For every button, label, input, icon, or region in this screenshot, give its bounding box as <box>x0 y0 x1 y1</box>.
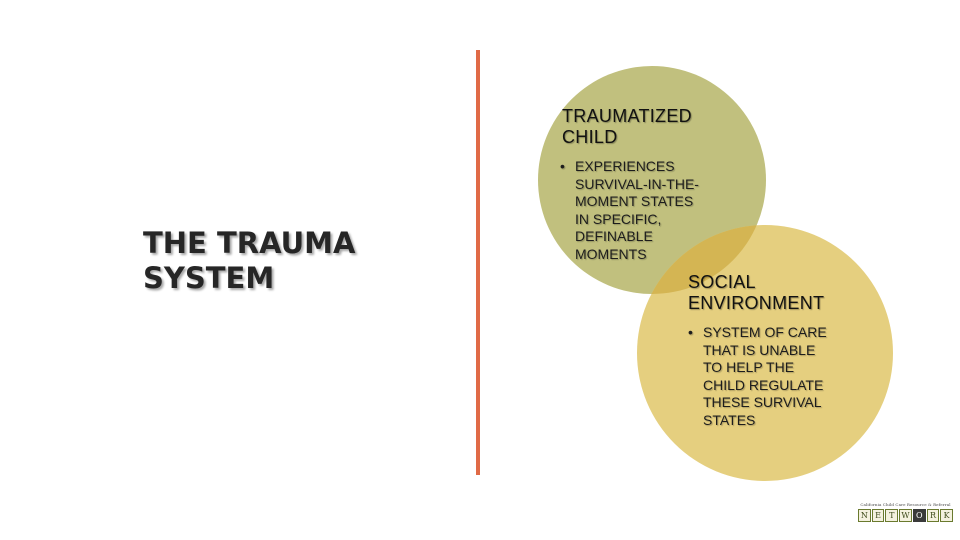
social-environment-bullets: • SYSTEM OF CARE THAT IS UNABLE TO HELP T… <box>688 324 878 429</box>
traumatized-child-bullets: • EXPERIENCES SURVIVAL-IN-THE- MOMENT STA… <box>560 158 740 263</box>
logo-tiles: N E T W O R K <box>858 509 954 522</box>
logo-letter: O <box>912 509 926 522</box>
network-logo: California Child Care Resource & Referra… <box>858 502 954 526</box>
logo-letter: E <box>871 509 885 522</box>
bullet-item: • SYSTEM OF CARE THAT IS UNABLE TO HELP T… <box>688 324 878 429</box>
bullet-item: • EXPERIENCES SURVIVAL-IN-THE- MOMENT STA… <box>560 158 740 263</box>
bullet-dot: • <box>688 324 693 340</box>
bullet-text: SYSTEM OF CARE THAT IS UNABLE TO HELP TH… <box>703 324 827 428</box>
vertical-divider <box>476 50 480 475</box>
logo-letter: K <box>940 509 954 522</box>
logo-letter: N <box>858 509 871 522</box>
logo-letter: T <box>885 509 899 522</box>
traumatized-child-heading: TRAUMATIZED CHILD <box>562 106 692 147</box>
logo-letter: R <box>926 509 940 522</box>
social-environment-heading: SOCIAL ENVIRONMENT <box>688 272 825 313</box>
traumatized-child-circle <box>538 66 766 294</box>
bullet-text: EXPERIENCES SURVIVAL-IN-THE- MOMENT STAT… <box>575 158 699 262</box>
logo-letter: W <box>899 509 912 522</box>
logo-caption: California Child Care Resource & Referra… <box>860 502 951 507</box>
bullet-dot: • <box>560 158 565 174</box>
social-environment-circle <box>637 225 893 481</box>
slide-title: THE TRAUMA SYSTEM <box>143 226 356 295</box>
